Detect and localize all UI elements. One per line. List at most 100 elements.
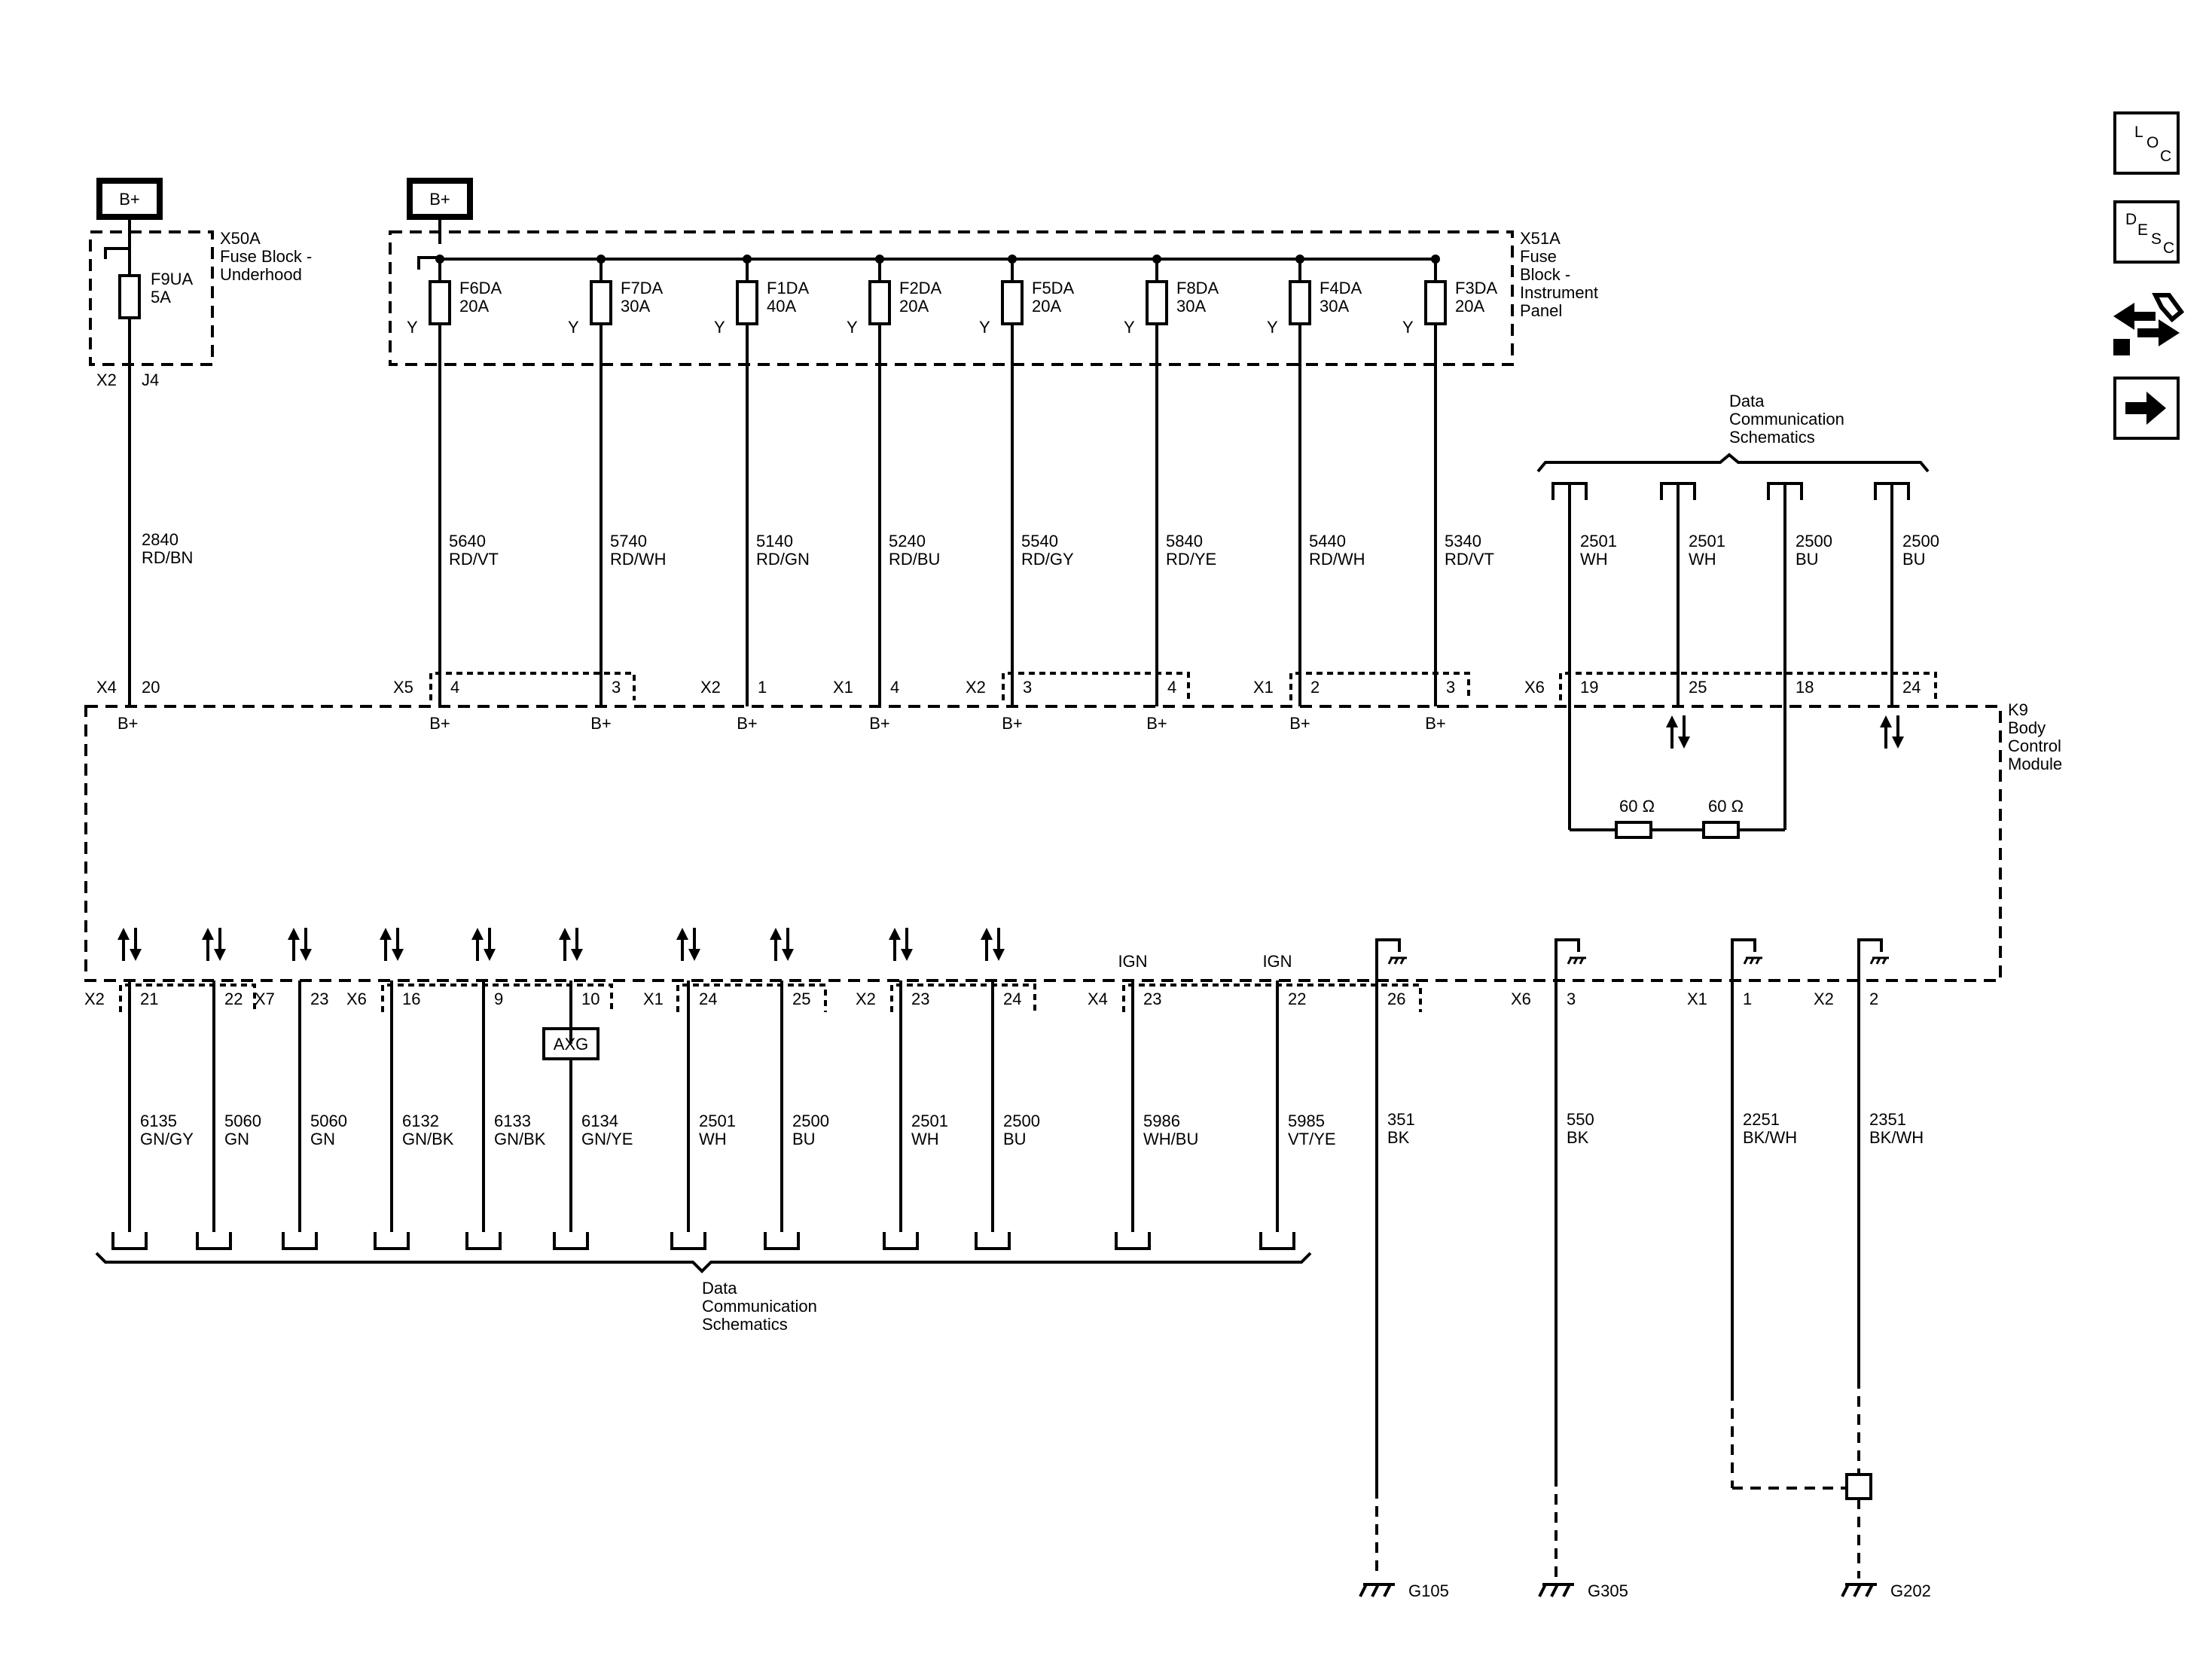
fuse-name: F4DA (1320, 279, 1362, 297)
x50a-label-line-2: Fuse Block - (220, 247, 312, 266)
desc-letter-d: D (2125, 211, 2137, 228)
ground-g202-symbol (1841, 1583, 1878, 1598)
k9-conn-x6: X6 (1524, 678, 1545, 697)
data-connector-cup (883, 1231, 919, 1250)
desc-letter-s: S (2151, 230, 2162, 248)
wire-circuit: 5440 (1309, 532, 1346, 550)
k9-pin: 24 (1003, 990, 1021, 1008)
k9-pin: 3 (1567, 990, 1576, 1008)
wire-color: WH (1580, 550, 1608, 569)
fuse-name: F8DA (1176, 279, 1219, 297)
wire-circuit: 5840 (1166, 532, 1203, 550)
bottom-data-label-line-1: Data (702, 1279, 737, 1298)
x50a-label-line-3: Underhood (220, 265, 302, 284)
bplus-left-label: B+ (119, 190, 140, 209)
fuse-amp: 40A (767, 297, 796, 316)
connector-end-view-button[interactable] (2109, 286, 2185, 361)
k9-conn: X2 (1814, 990, 1834, 1008)
k9-pin: 23 (1143, 990, 1161, 1008)
pin-label: B+ (1425, 714, 1446, 733)
fuse-name: F3DA (1455, 279, 1498, 297)
wire-circuit: 5540 (1021, 532, 1058, 550)
k9-conn: X6 (1511, 990, 1531, 1008)
wire-color: RD/YE (1166, 550, 1216, 569)
wire-circuit: 2501 (699, 1112, 736, 1130)
k9-pin: 2 (1869, 990, 1878, 1008)
connector-x2-bottom-b (890, 984, 1036, 1012)
resistor-2-label: 60 Ω (1708, 797, 1744, 816)
bidirectional-arrows (116, 926, 143, 962)
fuse-f9ua (118, 274, 141, 319)
k9-label-line-1: K9 (2008, 700, 2028, 719)
fuse-y: Y (1124, 318, 1135, 337)
k9-conn: X2 (856, 990, 876, 1008)
wire-circuit: 2501 (1580, 532, 1617, 550)
wire-color: RD/GY (1021, 550, 1074, 569)
bidirectional-arrows (557, 926, 584, 962)
k9-pin: 2 (1310, 678, 1320, 697)
pin-label: B+ (1289, 714, 1310, 733)
connector-tool-icon (2113, 293, 2185, 355)
k9-pin: 1 (758, 678, 767, 697)
fuse-f3da (1424, 280, 1447, 325)
wire-circuit: 2251 (1743, 1110, 1780, 1129)
module-ground-symbol (1555, 938, 1580, 961)
pin-label: B+ (590, 714, 612, 733)
wire-color: RD/WH (610, 550, 667, 569)
loc-letter-l: L (2134, 124, 2143, 141)
fuse-f7da (590, 280, 612, 325)
x51a-label-line-5: Panel (1520, 301, 1562, 320)
wire-circuit: 2500 (792, 1112, 829, 1130)
wire-circuit: 5340 (1445, 532, 1481, 550)
loc-button[interactable]: L O C (2113, 111, 2180, 175)
wire-color: BK (1387, 1128, 1410, 1147)
f9ua-name: F9UA (151, 270, 194, 288)
connector-x6-bottom (381, 984, 613, 1012)
loc-letter-o: O (2146, 134, 2159, 151)
connector-x1-top (1289, 672, 1470, 700)
wire-color: BU (1796, 550, 1819, 569)
wire-circuit: 2501 (911, 1112, 948, 1130)
wire-circuit: 351 (1387, 1110, 1415, 1129)
module-ground-symbol (1869, 956, 1889, 965)
wire-circuit: 5740 (610, 532, 647, 550)
x4-pin: 20 (142, 678, 160, 697)
top-data-label-line-3: Schematics (1729, 428, 1815, 447)
wire-color: RD/VT (449, 550, 499, 569)
wire-color: BU (1902, 550, 1926, 569)
k9-pin: 3 (612, 678, 621, 697)
desc-button[interactable]: D E S C (2113, 200, 2180, 264)
wire-color: WH/BU (1143, 1130, 1198, 1148)
fuse-amp: 30A (1320, 297, 1349, 316)
k9-pin: 19 (1580, 678, 1598, 697)
connector-x2-top (1002, 672, 1190, 700)
data-connector-cup (764, 1231, 800, 1250)
next-button[interactable] (2113, 377, 2180, 440)
loc-letter-c: C (2160, 148, 2172, 165)
axg-label: AXG (554, 1035, 588, 1054)
x50a-pin: J4 (142, 371, 159, 389)
wire-color: VT/YE (1288, 1130, 1336, 1148)
wire-color: RD/VT (1445, 550, 1494, 569)
wire-color: RD/BU (889, 550, 940, 569)
module-ground-symbol (1375, 938, 1401, 961)
wire-color: GN/YE (581, 1130, 633, 1148)
wire-color: GN/BK (402, 1130, 454, 1148)
k9-label-line-3: Control (2008, 737, 2061, 755)
fuse-amp: 30A (621, 297, 650, 316)
ign-label: IGN (1262, 952, 1292, 971)
wire-color: GN (224, 1130, 249, 1148)
k9-conn: X4 (1088, 990, 1108, 1008)
k9-pin: 24 (1902, 678, 1921, 697)
k9-pin: 4 (1167, 678, 1176, 697)
wire-circuit: 2500 (1796, 532, 1832, 550)
bidirectional-arrows (378, 926, 405, 962)
k9-module-outline (84, 705, 2002, 982)
data-connector-cup (670, 1231, 706, 1250)
k9-conn: X1 (643, 990, 664, 1008)
ground-g305-symbol (1538, 1583, 1576, 1598)
bidirectional-arrows (286, 926, 313, 962)
bidirectional-arrows (768, 926, 795, 962)
module-ground-symbol (1567, 956, 1586, 965)
